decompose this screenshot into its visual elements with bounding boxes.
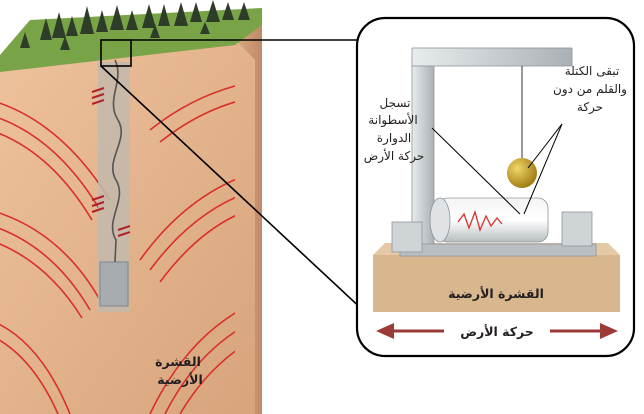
mass-label-line3: حركة: [577, 100, 603, 115]
drum-label-line3: الدوارة: [377, 131, 412, 146]
borehole-sensor: [100, 262, 128, 306]
rotating-drum: [430, 198, 548, 242]
earth-crust-block: القشرة الأرضية: [0, 0, 262, 414]
drum-label-line4: حركة الأرض: [364, 148, 424, 164]
mass-label-line2: والقلم من دون: [553, 82, 627, 97]
seismograph-base: [373, 255, 620, 312]
inset-crust-label: القشرة الأرضية: [448, 286, 544, 301]
drum-label-line1: تسجل: [380, 96, 411, 110]
drum-label-line2: الأسطوانة: [368, 112, 417, 128]
mass-label-line1: تبقى الكتلة: [565, 64, 620, 78]
seismograph-inset: القشرة الأرضية حركة الأرض تسجل الأسطوانة…: [357, 18, 634, 356]
crust-block-label-line2: الأرضية: [157, 372, 203, 387]
crust-block-label-line1: القشرة: [155, 354, 201, 369]
ground-motion-label: حركة الأرض: [460, 324, 534, 339]
